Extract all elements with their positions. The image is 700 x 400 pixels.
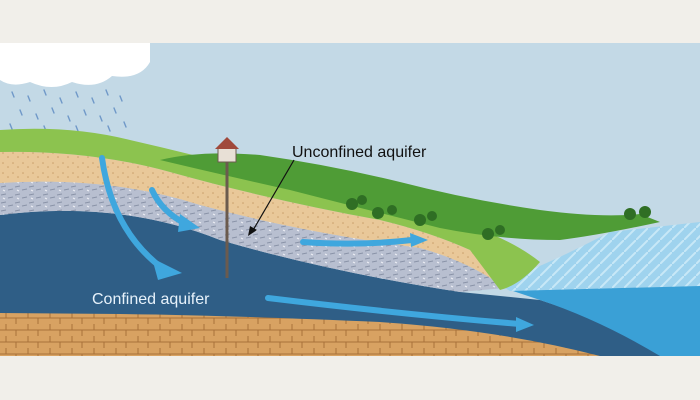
label-pointer	[251, 159, 295, 233]
unconfined-aquifer-label: Unconfined aquifer	[292, 144, 427, 161]
well-icon	[215, 137, 239, 278]
rain-icon	[9, 89, 127, 132]
lake	[510, 285, 700, 356]
grass-hill	[0, 128, 540, 290]
sand-layer	[0, 151, 505, 288]
unconfined-aquifer-layer	[0, 181, 505, 292]
tree-icon	[346, 195, 651, 240]
flow-arrowheads	[152, 214, 534, 332]
confined-aquifer-label: Confined aquifer	[92, 291, 210, 308]
cloud-icon	[0, 43, 150, 87]
label-pointer-head	[248, 226, 257, 236]
